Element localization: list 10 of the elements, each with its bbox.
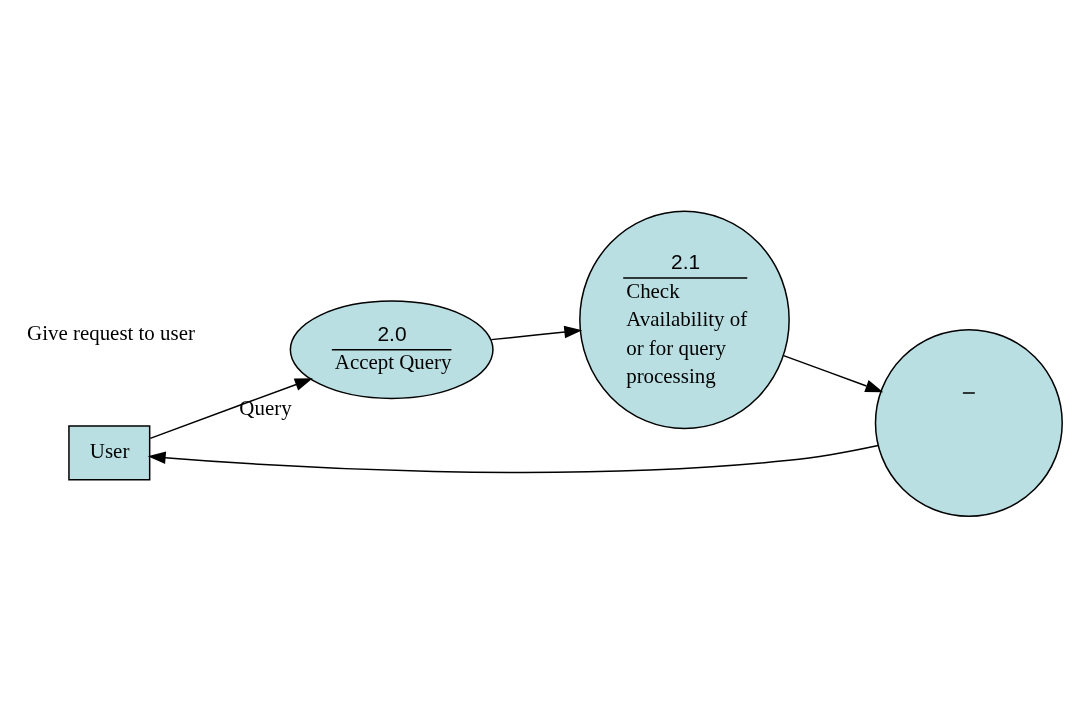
node-circle xyxy=(874,328,1063,518)
node-ellipse: 2.0 Accept Query xyxy=(289,300,494,400)
node-box: User xyxy=(68,425,151,481)
node-label: Query xyxy=(239,396,292,421)
node-circle: 2.1 Check Availability of or for query processing xyxy=(579,210,790,430)
arrow xyxy=(149,378,313,440)
arrow xyxy=(147,444,879,474)
arrow xyxy=(490,325,583,341)
label: Give request to user xyxy=(27,321,195,346)
arrow xyxy=(782,354,884,393)
